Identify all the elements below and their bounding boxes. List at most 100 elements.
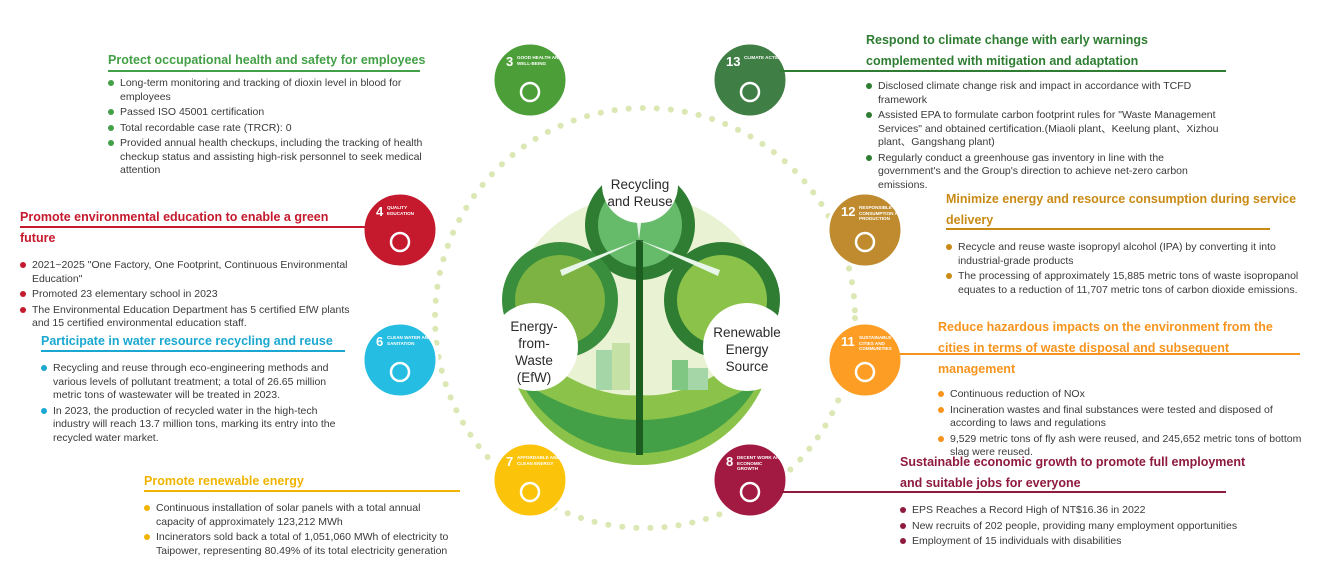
sdg-number: 13 [726,54,741,69]
sdg-circles [361,41,904,519]
energy-min-block: Minimize energy and resource consumption… [946,189,1300,299]
sdg-number: 12 [841,204,856,219]
title-underline [20,226,365,228]
sdg-11-circle [826,321,904,399]
sdg-label: Quality Education [387,205,414,216]
bullet-item: Total recordable case rate (TRCR): 0 [108,122,428,136]
sdg-label: Sustainable Cities and Communities [859,335,892,351]
sdg-3-circle [491,41,569,119]
sdg-label: Responsible Consumption and Production [859,205,905,221]
cities-title: Reduce hazardous impacts on the environm… [938,320,1273,376]
bullet-item: Employment of 15 individuals with disabi… [900,535,1250,549]
sdg-label: Affordable and Clean Energy [517,455,560,466]
label-renewable-line: Source [725,359,769,374]
growth-chart-icon [739,481,761,503]
city-icon [854,361,876,383]
education-list: 2021~2025 "One Factory, One Footprint, C… [20,259,365,331]
bullet-item: 9,529 metric tons of fly ash were reused… [938,433,1304,460]
sdg-number: 11 [841,334,855,349]
health-list: Long-term monitoring and tracking of dio… [108,77,428,178]
bullet-item: EPS Reaches a Record High of NT$16.36 in… [900,504,1250,518]
title-underline [780,491,1226,493]
bullet-item: Recycle and reuse waste isopropyl alcoho… [946,241,1300,268]
bullet-item: In 2023, the production of recycled wate… [41,405,341,446]
eye-icon [739,81,761,103]
bullet-item: Long-term monitoring and tracking of dio… [108,77,428,104]
sdg-12-circle [826,191,904,269]
economy-title: Sustainable economic growth to promote f… [900,455,1246,490]
sdg-8-circle [711,441,789,519]
energy-min-title: Minimize energy and resource consumption… [946,192,1297,227]
water-list: Recycling and reuse through eco-engineer… [41,362,341,445]
title-rules [20,70,1300,493]
turbine-pole [636,240,643,455]
bullet-item: The processing of approximately 15,885 m… [946,270,1300,297]
economy-block: Sustainable economic growth to promote f… [900,452,1250,551]
label-renewable-line: Energy [725,342,769,357]
health-title: Protect occupational health and safety f… [108,53,426,67]
label-efw-line: from- [518,336,550,351]
sdg-number: 3 [506,54,514,69]
label-renewable-line: Renewable [713,325,781,340]
renewable-title: Promote renewable energy [144,474,304,488]
sdg-13-circle [711,41,789,119]
label-efw-line: Energy- [510,319,558,334]
building [596,350,612,390]
label-recycling: Recycling and Reuse [607,177,673,209]
sdg-label: Climate Action [744,55,783,60]
dotted-ring [432,105,858,531]
bullet-item: Incineration wastes and final substances… [938,404,1304,431]
cities-block: Reduce hazardous impacts on the environm… [938,317,1304,462]
book-icon [389,231,411,253]
building [612,343,630,390]
sdg-label: Clean Water and Sanitation [387,335,432,346]
climate-block: Respond to climate change with early war… [866,30,1226,194]
bubble-efw [490,303,578,391]
bullet-item: Continuous installation of solar panels … [144,502,454,529]
renewable-block: Promote renewable energy Continuous inst… [144,471,454,560]
title-underline [41,350,345,352]
label-efw: Energy- from- Waste (EfW) [494,318,574,386]
bullet-item: Recycling and reuse through eco-engineer… [41,362,341,403]
sdg-7-circle [491,441,569,519]
title-underline [900,353,1300,355]
bullet-item: Passed ISO 45001 certification [108,106,428,120]
education-block: Promote environmental education to enabl… [20,207,365,333]
bullet-item: Continuous reduction of NOx [938,388,1304,402]
label-efw-line: (EfW) [516,370,552,385]
bullet-item: The Environmental Education Department h… [20,304,365,331]
title-underline [108,70,420,72]
power-icon [519,481,541,503]
economy-list: EPS Reaches a Record High of NT$16.36 in… [900,504,1250,549]
education-title: Promote environmental education to enabl… [20,210,329,245]
water-block: Participate in water resource recycling … [41,331,341,447]
bubble-recycling [602,147,678,223]
sdg-number: 6 [376,334,384,349]
sdg-4-circle [361,191,439,269]
renewable-list: Continuous installation of solar panels … [144,502,454,558]
sdg-number: 7 [506,454,514,469]
bullet-item: Incinerators sold back a total of 1,051,… [144,531,454,558]
heartbeat-icon [519,81,541,103]
infinity-icon [854,231,876,253]
sdg-label: Good Health and Well-Being [517,55,562,66]
sdg-number: 8 [726,454,734,469]
bubble-renewable [703,303,791,391]
bullet-item: Regularly conduct a greenhouse gas inven… [866,152,1226,193]
building [672,360,688,390]
label-renewable: Renewable Energy Source [705,324,789,375]
water-title: Participate in water resource recycling … [41,334,333,348]
water-icon [389,361,411,383]
hill-dark [520,380,760,454]
sdg-number: 4 [376,204,384,219]
bullet-item: Provided annual health checkups, includi… [108,137,428,178]
bullet-item: 2021~2025 "One Factory, One Footprint, C… [20,259,365,286]
climate-title: Respond to climate change with early war… [866,33,1149,68]
sdg-6-circle [361,321,439,399]
bullet-item: New recruits of 202 people, providing ma… [900,520,1250,534]
climate-list: Disclosed climate change risk and impact… [866,80,1226,192]
title-underline [946,228,1270,230]
